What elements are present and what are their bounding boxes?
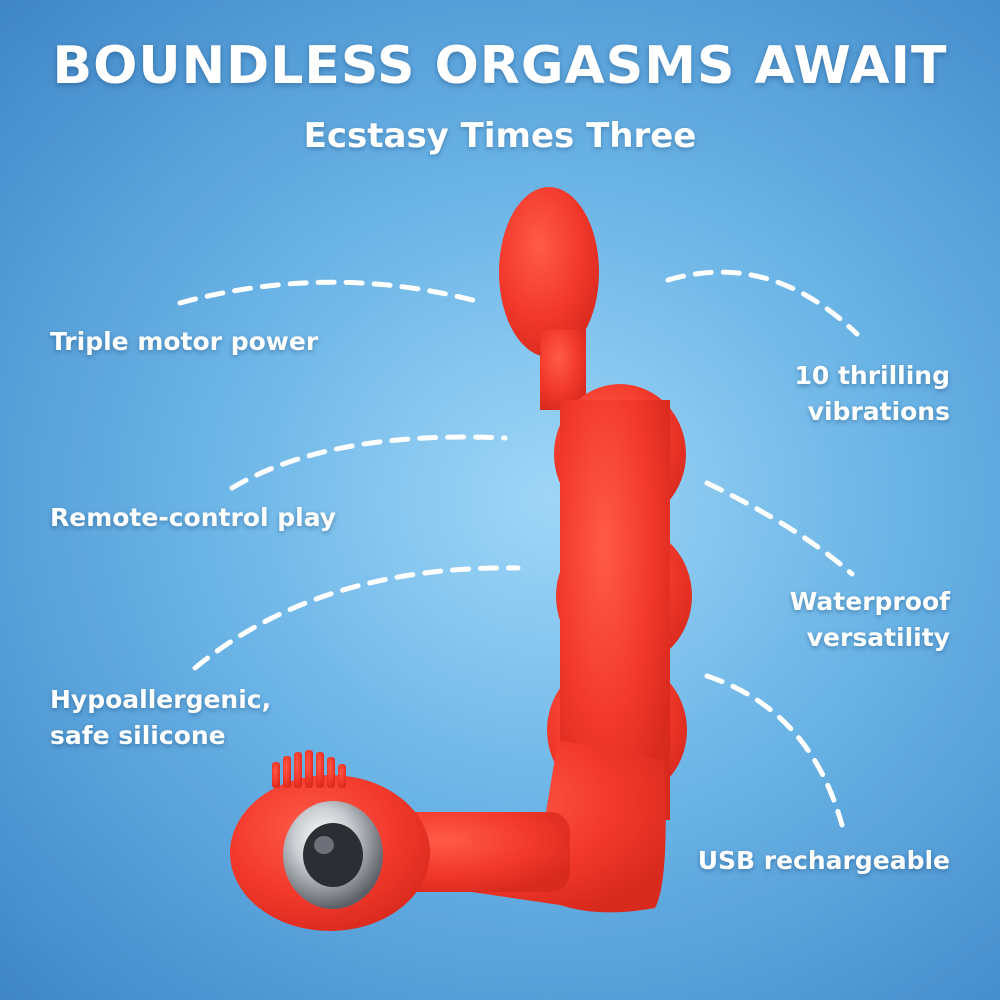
product-nubs <box>272 750 346 788</box>
feature-hypoallergenic: Hypoallergenic, safe silicone <box>50 682 271 754</box>
subheadline: Ecstasy Times Three <box>303 116 697 156</box>
feature-remote-control: Remote-control play <box>50 500 336 536</box>
feature-line: Remote-control play <box>50 503 337 532</box>
feature-line: vibrations <box>807 397 950 426</box>
product-tip <box>499 187 599 357</box>
bullet-vibrator <box>283 801 383 909</box>
feature-line: Waterproof <box>789 587 950 616</box>
connector-usb <box>704 673 845 828</box>
product <box>230 187 692 931</box>
feature-waterproof: Waterproof versatility <box>790 584 950 656</box>
feature-line: Hypoallergenic, <box>50 685 272 714</box>
feature-line: 10 thrilling <box>794 361 950 390</box>
connector-triple-motor <box>177 279 483 306</box>
feature-usb-rechargeable: USB rechargeable <box>698 843 950 879</box>
headline: BOUNDLESS ORGASMS AWAIT <box>52 36 948 96</box>
dashed-connectors <box>177 269 860 828</box>
connector-waterproof <box>704 480 855 577</box>
feature-line: Triple motor power <box>50 327 319 356</box>
feature-line: USB rechargeable <box>697 846 950 875</box>
feature-line: safe silicone <box>50 721 226 750</box>
connector-remote <box>229 434 508 491</box>
feature-vibrations: 10 thrilling vibrations <box>794 358 950 430</box>
feature-triple-motor: Triple motor power <box>50 324 318 360</box>
feature-line: versatility <box>806 623 950 652</box>
connector-vibrations <box>665 269 860 337</box>
connector-hypoallergenic <box>192 565 521 671</box>
